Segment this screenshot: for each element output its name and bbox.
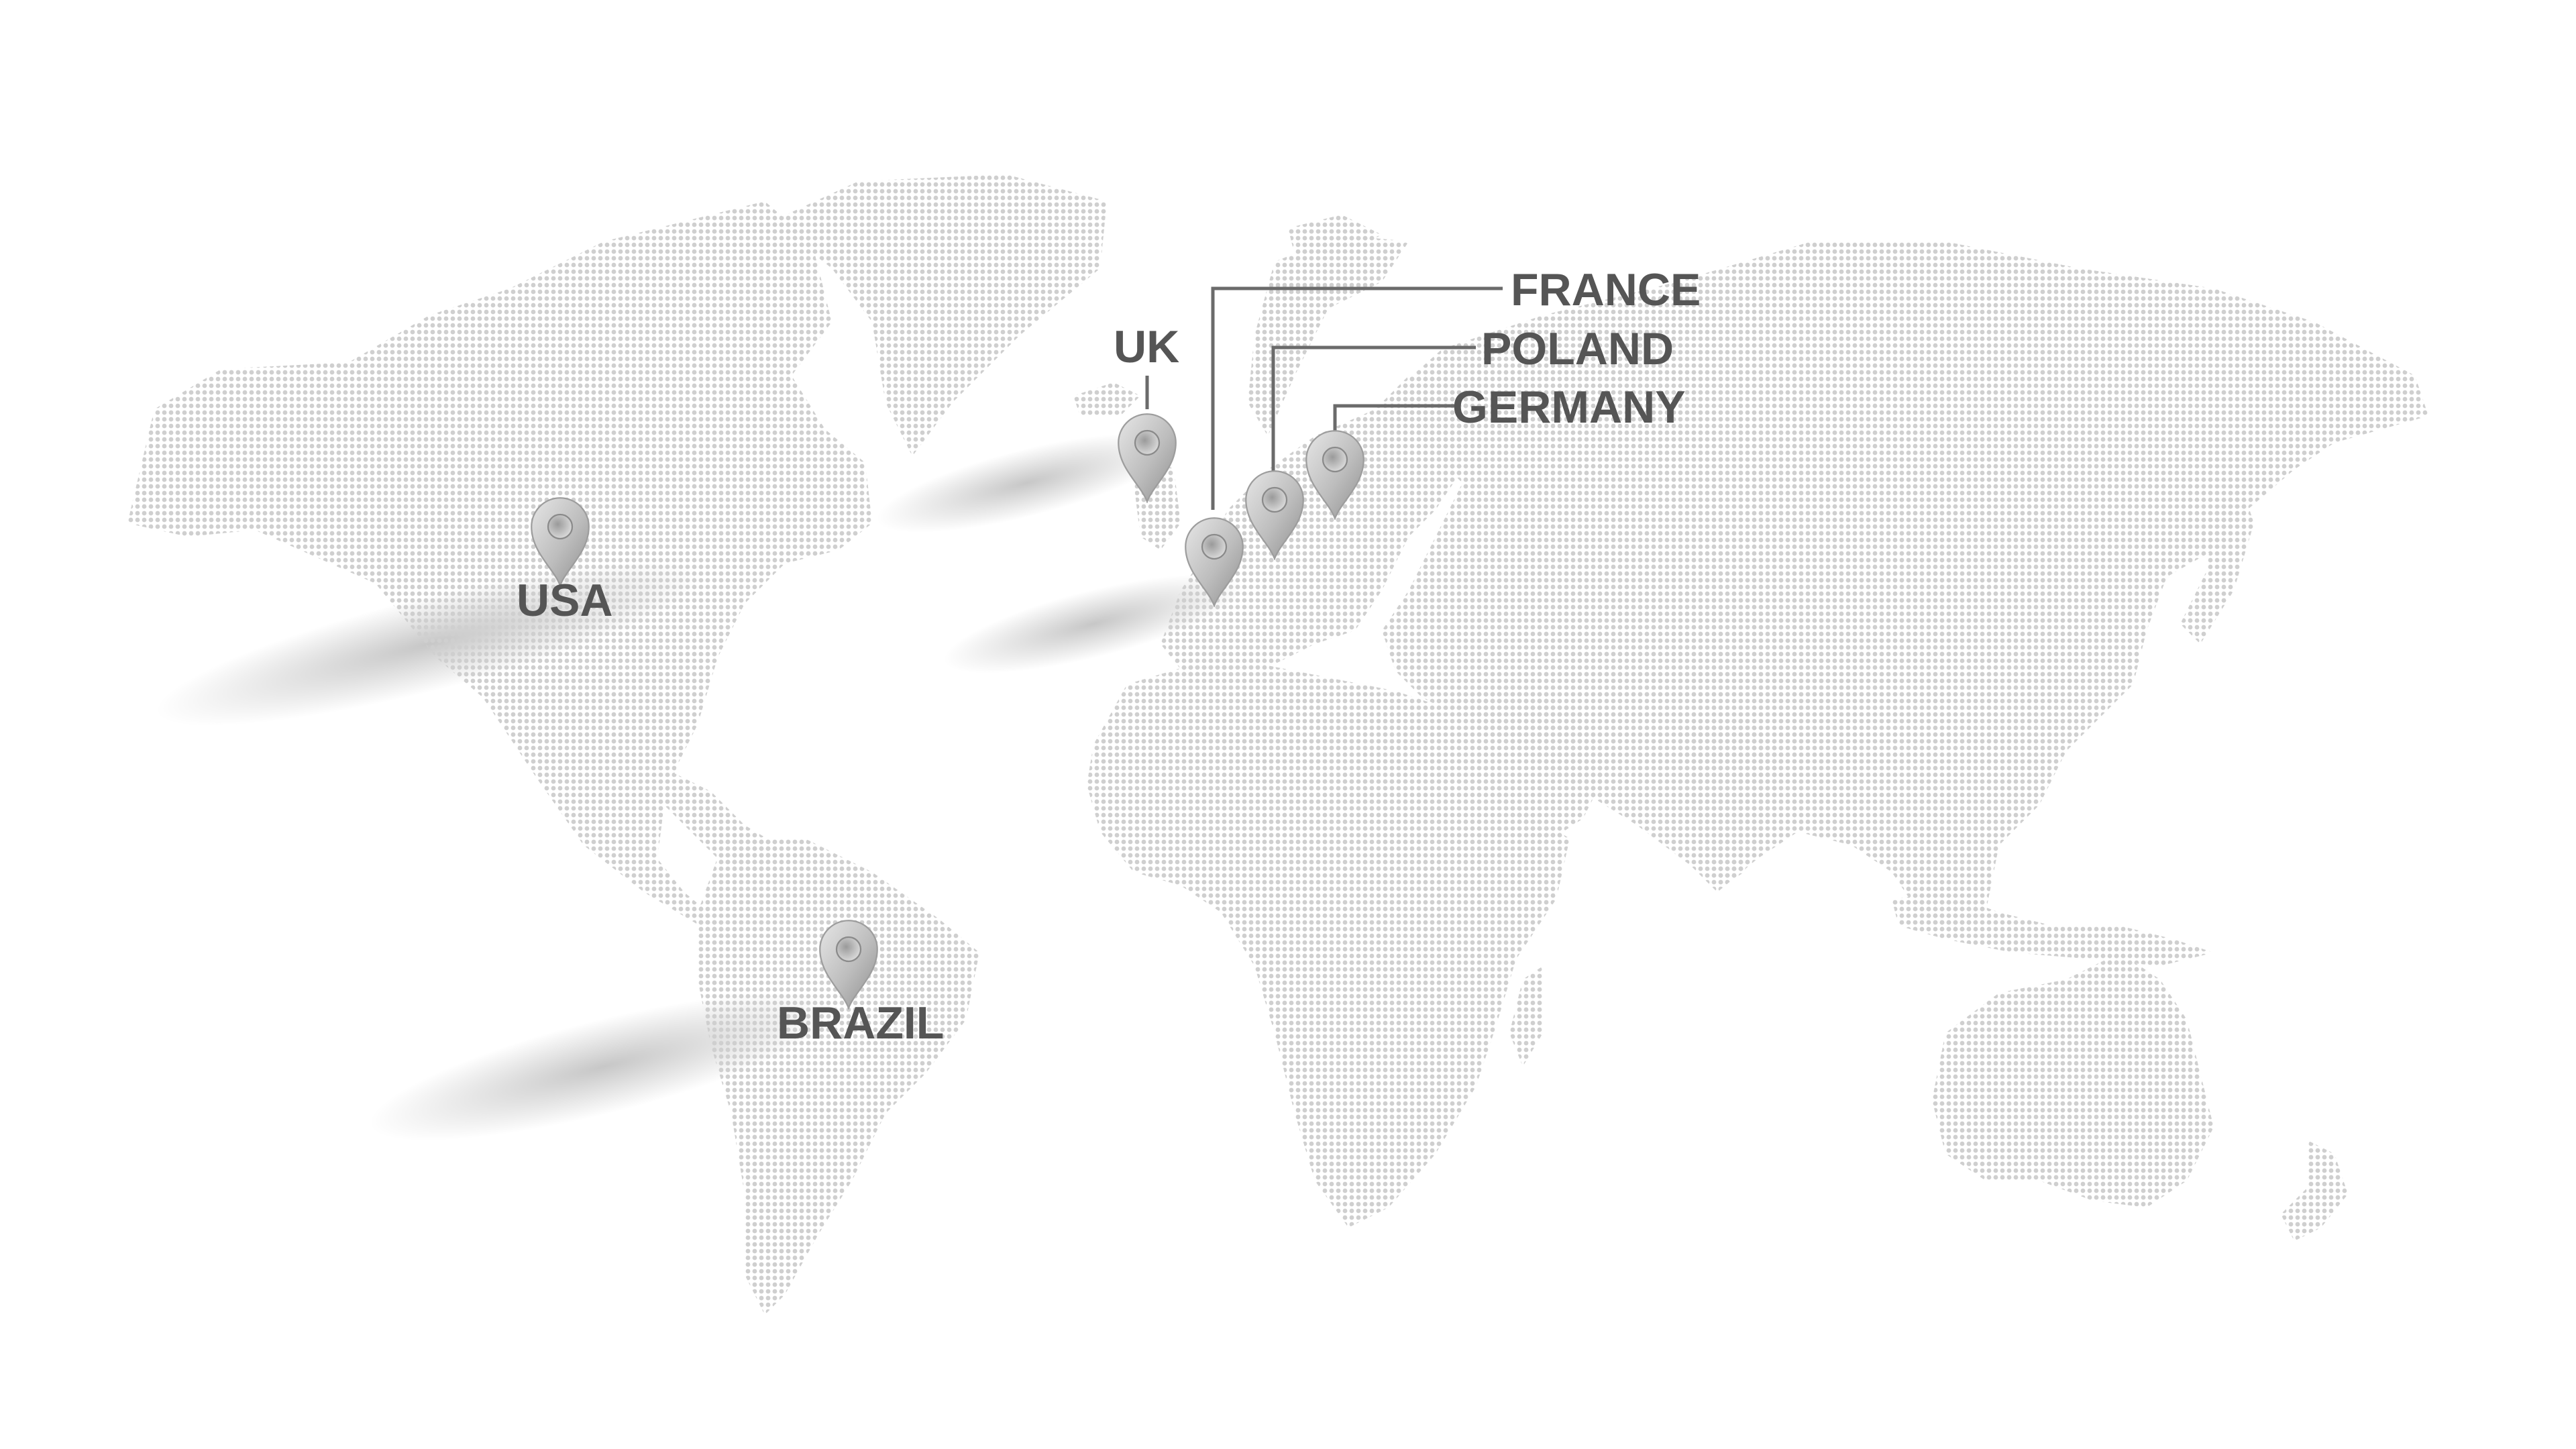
country-labels: USA BRAZIL UK FRANCE POLAND GERMANY <box>517 264 1701 1049</box>
country-label-france: FRANCE <box>1511 264 1701 315</box>
continents <box>127 174 2428 1315</box>
leader-line-poland <box>1271 345 1476 490</box>
continent-arctic-islands <box>1288 215 1382 255</box>
country-label-germany: GERMANY <box>1452 382 1686 433</box>
country-label-brazil: BRAZIL <box>777 998 944 1049</box>
continent-africa <box>1087 664 1570 1228</box>
continent-japan <box>2180 483 2254 644</box>
continent-indonesia <box>1892 892 2214 966</box>
continent-north-america <box>127 201 872 953</box>
continent-arabia <box>1449 684 1610 845</box>
continent-scandinavia <box>1248 235 1409 436</box>
country-label-usa: USA <box>517 575 613 626</box>
continent-south-america <box>698 839 979 1315</box>
continent-madagascar <box>1509 966 1543 1067</box>
continent-asia <box>1382 241 2428 939</box>
continent-new-zealand <box>2281 1140 2348 1241</box>
continent-europe <box>1161 376 1476 678</box>
country-label-uk: UK <box>1114 321 1179 372</box>
continent-greenland <box>771 174 1107 456</box>
continent-india <box>1677 718 1784 885</box>
continent-iceland <box>1073 382 1140 416</box>
country-label-poland: POLAND <box>1481 323 1674 374</box>
continent-australia <box>1932 953 2214 1208</box>
leader-line-france <box>1211 286 1503 510</box>
